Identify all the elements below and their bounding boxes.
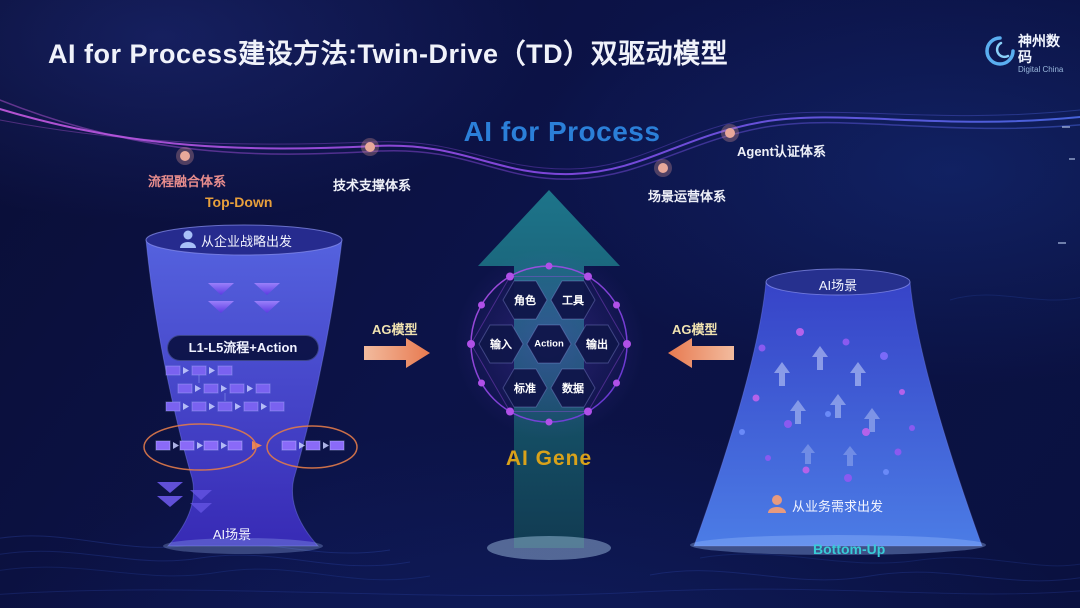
hex-action: [526, 324, 572, 364]
funnel-base-glow: [690, 535, 986, 555]
gene-hexagons: [478, 280, 620, 408]
strategy-label: 从企业战略出发: [201, 234, 293, 249]
hex-data: [550, 368, 596, 408]
top-down-funnel: [143, 224, 358, 554]
arrow-base-glow: [487, 536, 611, 560]
lower-down-chevrons: [157, 482, 212, 513]
logo-name: 神州数码: [1018, 33, 1060, 66]
hex-label-output: 输出: [586, 339, 608, 351]
scatter-dots: [739, 328, 915, 482]
hex-input: [478, 324, 524, 364]
up-arrows: [774, 346, 880, 466]
bottom-up-funnel: [690, 268, 986, 555]
milestone-label-scene-operation: 场景运营体系: [648, 189, 727, 204]
hex-label-standard: 标准: [514, 383, 536, 395]
hex-role: [502, 280, 548, 320]
hex-label-data: 数据: [562, 383, 584, 395]
top-down-label: Top-Down: [205, 194, 273, 210]
business-person-icon: [768, 495, 786, 513]
milestone-label-agent-certification: Agent认证体系: [737, 144, 826, 159]
business-need-label: 从业务需求出发: [792, 499, 884, 514]
ag-model-right-label: AG模型: [672, 322, 718, 337]
ag-model-left-label: AG模型: [372, 322, 418, 337]
gene-network-nodes: [467, 262, 631, 426]
down-chevrons: [208, 283, 280, 313]
hex-label-input: 输入: [490, 339, 512, 351]
left-scene-label: AI场景: [212, 527, 252, 542]
ag-arrow-left: [668, 338, 734, 368]
strategy-person-icon: [180, 230, 196, 248]
hex-label-role: 角色: [514, 295, 536, 307]
edge-tick-marks: [1058, 126, 1075, 244]
hex-standard: [502, 368, 548, 408]
logo-subtitle: Digital China: [1018, 65, 1064, 75]
hex-label-tool: 工具: [562, 295, 584, 307]
top-wave-decoration: [0, 99, 1080, 180]
hex-label-action: Action: [534, 338, 564, 350]
milestone-dots: [176, 124, 739, 177]
hex-output: [574, 324, 620, 364]
right-scene-label: AI场景: [818, 278, 858, 293]
digital-china-logo-icon: [985, 36, 1015, 66]
cluster-connector-arrow: [252, 441, 262, 450]
hex-tool: [550, 280, 596, 320]
process-pill: L1-L5流程+Action: [167, 335, 319, 361]
ag-model-arrows: [364, 338, 734, 368]
funnel-base-glow: [163, 538, 323, 554]
bottom-wave-mesh: [0, 294, 1080, 596]
ag-arrow-right: [364, 338, 430, 368]
cluster-highlight-ellipses: [143, 423, 358, 471]
center-heading: AI for Process: [463, 116, 661, 147]
process-tree: [155, 365, 345, 451]
milestone-label-process-fusion: 流程融合体系: [148, 174, 227, 189]
bottom-up-label: Bottom-Up: [813, 541, 886, 557]
gene-network: [454, 249, 644, 439]
ai-gene-title: AI Gene: [505, 447, 593, 470]
page-title: AI for Process建设方法:Twin-Drive（TD）双驱动模型: [48, 39, 729, 69]
digital-china-logo: 神州数码 Digital China: [1018, 33, 1064, 74]
milestone-label-tech-support: 技术支撑体系: [333, 178, 412, 193]
